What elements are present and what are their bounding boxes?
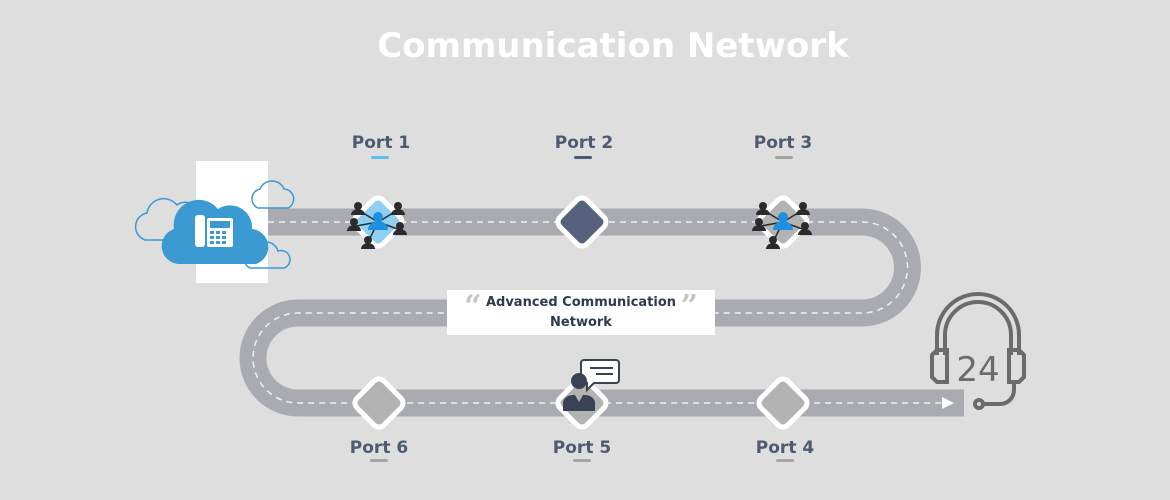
desk-phone-icon — [195, 215, 233, 247]
port-5-node[interactable] — [555, 359, 620, 430]
port-1-label: Port 1 — [351, 133, 411, 153]
page-title: Communication Network — [377, 26, 849, 66]
port-3-node[interactable] — [752, 195, 812, 249]
headset-24-text: 24 — [956, 350, 999, 390]
port-6-node[interactable] — [352, 376, 406, 430]
port-2-node[interactable] — [555, 195, 609, 249]
port-2-underline — [574, 156, 592, 159]
road-arrow-icon — [942, 397, 954, 409]
callout-line-2: Network — [550, 315, 612, 330]
port-6-underline — [370, 459, 388, 462]
people-network-icon — [752, 202, 812, 249]
port-4-underline — [776, 459, 794, 462]
cloud-phone-icon — [134, 180, 295, 269]
port-5-label: Port 5 — [552, 438, 612, 458]
port-4-node[interactable] — [756, 376, 810, 430]
port-1-node[interactable] — [347, 195, 407, 249]
port-2-label: Port 2 — [554, 133, 614, 153]
port-3-underline — [775, 156, 793, 159]
headset-24-icon — [930, 292, 1026, 410]
port-4-label: Port 4 — [755, 438, 815, 458]
close-quote-icon: ” — [680, 289, 698, 324]
callout-line-1: Advanced Communication — [485, 295, 677, 310]
open-quote-icon: “ — [464, 289, 482, 324]
port-3-label: Port 3 — [753, 133, 813, 153]
port-1-underline — [371, 156, 389, 159]
port-6-label: Port 6 — [349, 438, 409, 458]
people-network-icon — [347, 202, 407, 249]
callout-box: “ Advanced Communication ” Network — [447, 290, 715, 335]
port-5-underline — [573, 459, 591, 462]
support-agent-chat-icon — [563, 359, 620, 411]
